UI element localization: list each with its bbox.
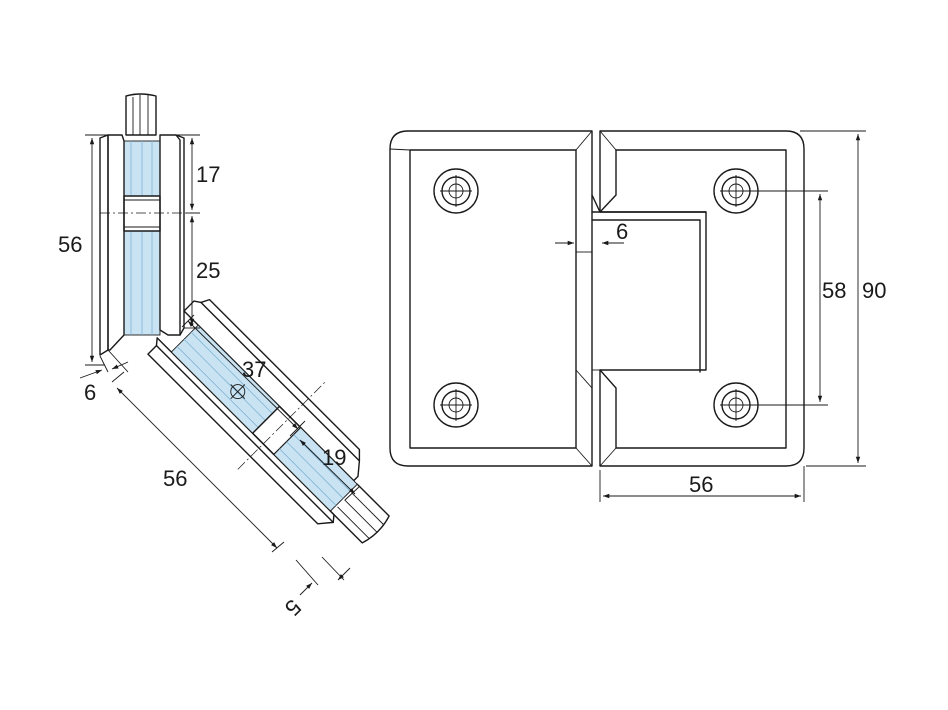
dim-front-hole-spacing: 58 [822, 278, 846, 303]
mounting-hole-top-left [433, 168, 479, 214]
dim-side-lower-segment: 25 [196, 258, 220, 283]
dim-front-leaf-width: 56 [689, 472, 713, 497]
upper-glass-panel [123, 93, 161, 336]
mounting-hole-bottom-right [713, 382, 828, 428]
mounting-hole-bottom-left [433, 382, 479, 428]
dim-side-gap: 6 [84, 380, 96, 405]
dim-front-offset: 6 [616, 219, 628, 244]
upper-clamp [99, 134, 200, 356]
right-leaf [575, 130, 805, 467]
dim-side-top-segment: 17 [196, 162, 220, 187]
mounting-hole-top-right [713, 168, 828, 214]
dim-side-total-height: 56 [58, 232, 82, 257]
dim-front-total-height: 90 [862, 278, 886, 303]
dim-side-angled-segment: 19 [322, 445, 346, 470]
left-leaf [389, 130, 593, 467]
front-view: 6 58 90 56 [389, 130, 886, 502]
dim-side-angled-total: 56 [163, 466, 187, 491]
side-view: 56 17 25 6 37 19 56 5 [58, 93, 390, 621]
angled-clamp [147, 298, 390, 544]
dim-side-glass-thickness: 5 [280, 594, 306, 620]
dim-side-angled-length: 37 [242, 357, 266, 382]
